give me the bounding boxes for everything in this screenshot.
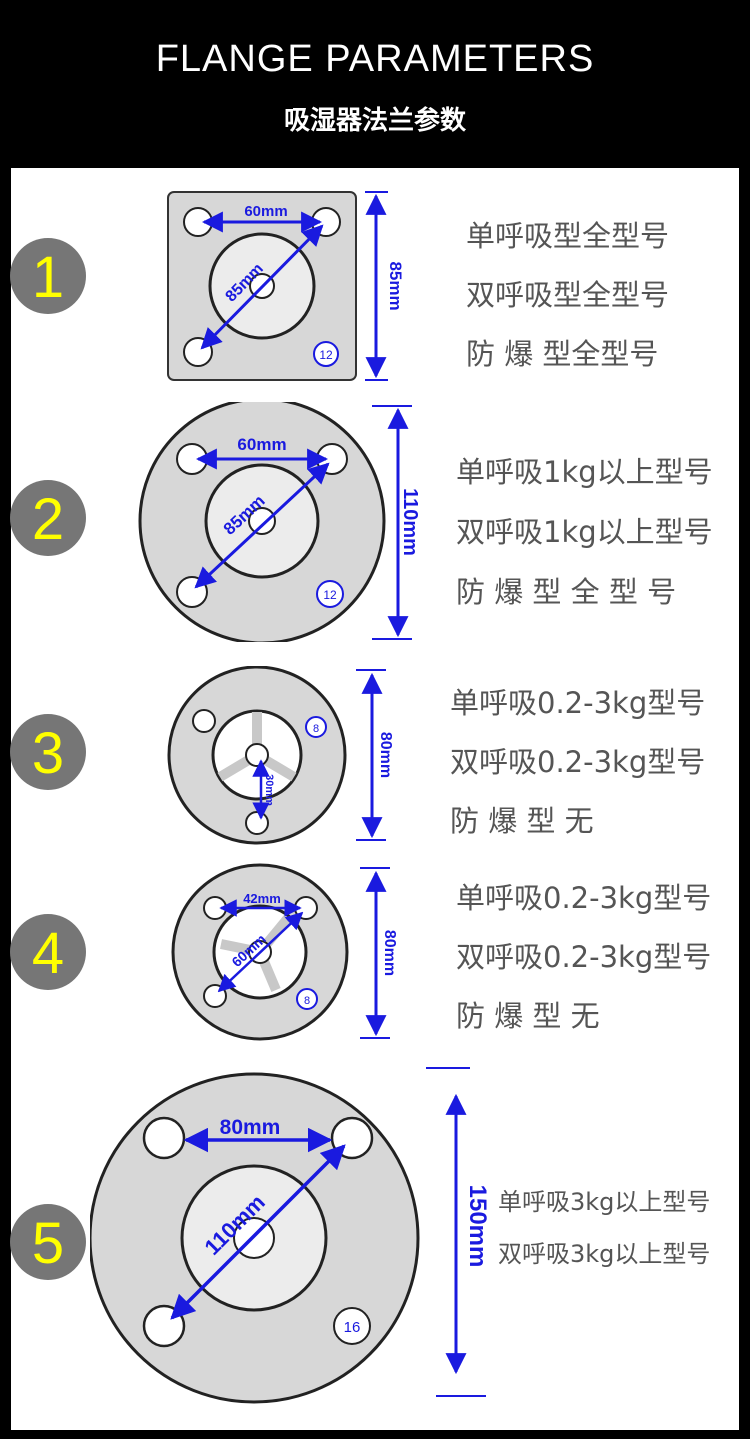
radius-dimension-label: 30mm xyxy=(263,774,275,806)
flange-1-line-2: 双呼吸型全型号 xyxy=(466,278,670,312)
bolt-hole xyxy=(245,811,269,835)
flange-number-badge-1: 1 xyxy=(10,238,86,314)
hole-count-label: 16 xyxy=(344,1319,361,1336)
flange-3-line-1: 单呼吸0.2-3kg型号 xyxy=(450,686,706,720)
hole-count-label: 8 xyxy=(304,995,310,1007)
flange-diagram-4: 8 42mm 60mm 80mm xyxy=(171,863,398,1041)
hole-count-label: 12 xyxy=(323,588,337,602)
page-subtitle: 吸湿器法兰参数 xyxy=(283,106,466,136)
flange-1-line-1: 单呼吸型全型号 xyxy=(466,219,670,253)
flange-4-line-1: 单呼吸0.2-3kg型号 xyxy=(456,881,712,915)
diagonal-dimension-line xyxy=(194,462,330,589)
center-hole xyxy=(245,743,269,767)
flange-number-badge-3: 3 xyxy=(10,714,86,790)
page-header: FLANGE PARAMETERS 吸湿器法兰参数 xyxy=(0,0,750,166)
flange-number-badge-5: 5 xyxy=(10,1204,86,1280)
hole-count-label: 8 xyxy=(313,723,319,735)
height-dimension-label: 110mm xyxy=(399,488,421,556)
flange-number-badge-4: 4 xyxy=(10,914,86,990)
hole-count-marker xyxy=(296,988,318,1010)
flange-4-line-2: 双呼吸0.2-3kg型号 xyxy=(456,940,712,974)
flange-diagram-5: 16 80mm 110mm 150mm xyxy=(90,1067,490,1404)
diagonal-dimension-line xyxy=(200,224,324,350)
height-dimension-label: 150mm xyxy=(464,1185,490,1268)
flange-1-line-3: 防 爆 型全型号 xyxy=(466,337,659,371)
width-dimension-label: 60mm xyxy=(244,203,287,220)
height-dimension-label: 85mm xyxy=(386,261,405,310)
bolt-hole xyxy=(142,1116,186,1160)
diagonal-dimension-line xyxy=(170,1144,346,1320)
width-dimension-label: 80mm xyxy=(220,1116,281,1139)
flange-3-line-2: 双呼吸0.2-3kg型号 xyxy=(450,745,706,779)
flange-4-line-3: 防 爆 型 无 xyxy=(456,999,600,1033)
flange-5-line-2: 双呼吸3kg以上型号 xyxy=(498,1240,711,1268)
hole-count-marker xyxy=(305,716,327,738)
height-dimension-label: 80mm xyxy=(377,732,394,778)
bolt-hole xyxy=(192,709,216,733)
width-dimension-label: 60mm xyxy=(237,435,286,454)
width-dimension-label: 42mm xyxy=(243,891,281,906)
flange-number-badge-2: 2 xyxy=(10,480,86,556)
hole-count-label: 12 xyxy=(319,348,333,362)
flange-diagram-3: 8 30mm 80mm xyxy=(167,666,394,845)
diagonal-dimension-line xyxy=(217,911,304,993)
flange-3-line-3: 防 爆 型 无 xyxy=(450,804,594,838)
flange-diagram-2: 12 60mm 85mm 110mm xyxy=(138,402,421,642)
flange-2-line-3: 防 爆 型 全 型 号 xyxy=(456,575,677,609)
flange-5-line-1: 单呼吸3kg以上型号 xyxy=(498,1188,711,1216)
flange-2-line-2: 双呼吸1kg以上型号 xyxy=(456,515,713,549)
flange-diagram-1: 12 60mm 85mm 85mm xyxy=(167,191,405,381)
page-title: FLANGE PARAMETERS xyxy=(155,38,595,80)
flange-2-line-1: 单呼吸1kg以上型号 xyxy=(456,455,713,489)
height-dimension-label: 80mm xyxy=(381,930,398,976)
